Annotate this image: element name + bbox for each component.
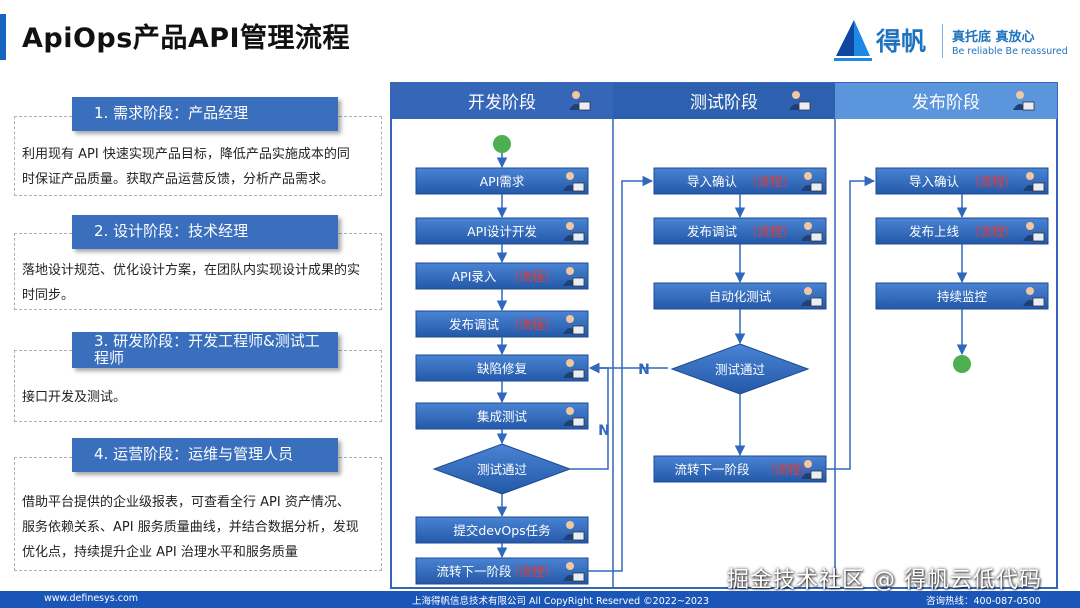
footer-copyright: 上海得帆信息技术有限公司 All CopyRight Reserved ©202… bbox=[412, 596, 710, 607]
flow-tag: （流程） bbox=[745, 224, 795, 239]
sail-logo-icon bbox=[834, 20, 872, 61]
flow-tag: （流程） bbox=[507, 269, 557, 284]
end-node bbox=[953, 355, 971, 373]
stage-1-text-line: 利用现有 API 快速实现产品目标，降低产品实施成本的同 bbox=[22, 147, 350, 162]
stage-4-text-line: 借助平台提供的企业级报表，可查看全行 API 资产情况、 bbox=[22, 495, 350, 510]
flow-tag: （流程） bbox=[967, 174, 1017, 189]
logo-divider bbox=[942, 24, 943, 58]
test-step-label: 自动化测试 bbox=[709, 289, 772, 304]
stage-4-text: 借助平台提供的企业级报表，可查看全行 API 资产情况、 服务依赖关系、API … bbox=[22, 490, 378, 565]
dev-step-api-need: API需求 bbox=[415, 167, 589, 195]
release-step-monitor: 持续监控 bbox=[875, 282, 1049, 310]
footer-hotline: 咨询热线：400-087-0500 bbox=[926, 596, 1041, 607]
flow-tag: （流程） bbox=[507, 317, 557, 332]
stage-2-text-line: 时同步。 bbox=[22, 288, 75, 303]
dev-step-label: 提交devOps任务 bbox=[453, 523, 550, 538]
release-step-import-confirm: 导入确认 （流程） bbox=[875, 167, 1049, 195]
stage-2-header: 2. 设计阶段：技术经理 bbox=[72, 215, 338, 249]
stage-2-text-line: 落地设计规范、优化设计方案，在团队内实现设计成果的实 bbox=[22, 263, 361, 278]
footer-website: www.definesys.com bbox=[44, 593, 139, 604]
dev-step-label: API需求 bbox=[480, 174, 525, 189]
footer-bar: www.definesys.com 上海得帆信息技术有限公司 All CopyR… bbox=[0, 591, 1080, 608]
dev-flow-arrows bbox=[496, 153, 668, 572]
dev-step-label: 集成测试 bbox=[477, 409, 528, 424]
stage-1-text: 利用现有 API 快速实现产品目标，降低产品实施成本的同 时保证产品质量。获取产… bbox=[22, 142, 378, 192]
test-step-label: 流转下一阶段 bbox=[674, 462, 749, 477]
dev-step-api-design: API设计开发 bbox=[415, 217, 589, 245]
test-step-import-confirm: 导入确认 （流程） bbox=[653, 167, 827, 195]
test-decision-test-pass: 测试通过 bbox=[670, 343, 810, 395]
release-step-label: 持续监控 bbox=[937, 289, 988, 304]
flow-tag: （流程） bbox=[763, 462, 813, 477]
stage-2-text: 落地设计规范、优化设计方案，在团队内实现设计成果的实 时同步。 bbox=[22, 258, 378, 308]
test-step-publish-debug: 发布调试 （流程） bbox=[653, 217, 827, 245]
stage-3-text-line: 接口开发及测试。 bbox=[22, 390, 127, 405]
stage-3-header: 3. 研发阶段：开发工程师&测试工 程师 bbox=[72, 332, 338, 368]
test-step-auto-test: 自动化测试 bbox=[653, 282, 827, 310]
stage-4-header: 4. 运营阶段：运维与管理人员 bbox=[72, 438, 338, 472]
title-accent-bar bbox=[0, 14, 6, 60]
release-step-label: 导入确认 bbox=[909, 174, 960, 189]
lane-title-dev: 开发阶段 bbox=[468, 93, 536, 113]
test-step-next-stage: 流转下一阶段 （流程） bbox=[653, 455, 827, 483]
dev-step-label: 流转下一阶段 bbox=[436, 564, 511, 579]
start-node bbox=[493, 135, 511, 153]
dev-step-submit-devops: 提交devOps任务 bbox=[415, 516, 589, 544]
swimlane-flow-diagram: 开发阶段 测试阶段 发布阶段 API需求 API设计开发 API录入 （流程） … bbox=[390, 82, 1058, 589]
lane-header-test bbox=[613, 83, 835, 119]
dev-step-publish-debug: 发布调试 （流程） bbox=[415, 310, 589, 338]
dev-step-label: 发布调试 bbox=[449, 317, 500, 332]
stage-4-text-line: 优化点，持续提升企业 API 治理水平和服务质量 bbox=[22, 545, 298, 560]
stage-3-header-line: 3. 研发阶段：开发工程师&测试工 bbox=[94, 331, 320, 350]
logo-slogan-en: Be reliable Be reassured bbox=[952, 46, 1068, 57]
lane-header-dev bbox=[391, 83, 613, 119]
dev-step-label: 缺陷修复 bbox=[477, 361, 528, 376]
lane-title-test: 测试阶段 bbox=[690, 93, 758, 113]
release-step-go-live: 发布上线 （流程） bbox=[875, 217, 1049, 245]
dev-step-next-stage: 流转下一阶段 （流程） bbox=[415, 557, 589, 585]
decision-label: 测试通过 bbox=[715, 362, 766, 377]
flow-tag: （流程） bbox=[967, 224, 1017, 239]
no-label-test: N bbox=[638, 362, 650, 378]
lane-title-release: 发布阶段 bbox=[912, 93, 980, 113]
page-title: ApiOps产品API管理流程 bbox=[22, 23, 351, 54]
stage-1-text-line: 时保证产品质量。获取产品运营反馈，分析产品需求。 bbox=[22, 172, 335, 187]
no-label-dev: N bbox=[598, 423, 610, 439]
flow-tag: （流程） bbox=[507, 564, 557, 579]
decision-label: 测试通过 bbox=[477, 462, 528, 477]
stage-3-header-line: 程师 bbox=[94, 349, 125, 367]
flow-tag: （流程） bbox=[745, 174, 795, 189]
test-flow-arrows bbox=[734, 175, 876, 470]
dev-step-label: API录入 bbox=[452, 269, 497, 284]
company-logo: 得帆 真托底 真放心 Be reliable Be reassured bbox=[832, 16, 1068, 64]
stage-4-text-line: 服务依赖关系、API 服务质量曲线，并结合数据分析，发现 bbox=[22, 520, 359, 535]
dev-step-bug-fix: 缺陷修复 bbox=[415, 354, 589, 382]
stage-3-text: 接口开发及测试。 bbox=[22, 385, 378, 410]
logo-brand-text: 得帆 bbox=[876, 27, 927, 56]
dev-step-integration-test: 集成测试 bbox=[415, 402, 589, 430]
dev-step-label: API设计开发 bbox=[467, 224, 537, 239]
stage-1-header: 1. 需求阶段：产品经理 bbox=[72, 97, 338, 131]
test-step-label: 导入确认 bbox=[687, 174, 738, 189]
logo-slogan-cn: 真托底 真放心 bbox=[952, 30, 1035, 45]
lane-header-release bbox=[835, 83, 1057, 119]
release-step-label: 发布上线 bbox=[909, 224, 960, 239]
watermark-text: 掘金技术社区 @ 得帆云低代码 bbox=[727, 568, 1042, 593]
test-step-label: 发布调试 bbox=[687, 224, 738, 239]
dev-step-api-entry: API录入 （流程） bbox=[415, 262, 589, 290]
